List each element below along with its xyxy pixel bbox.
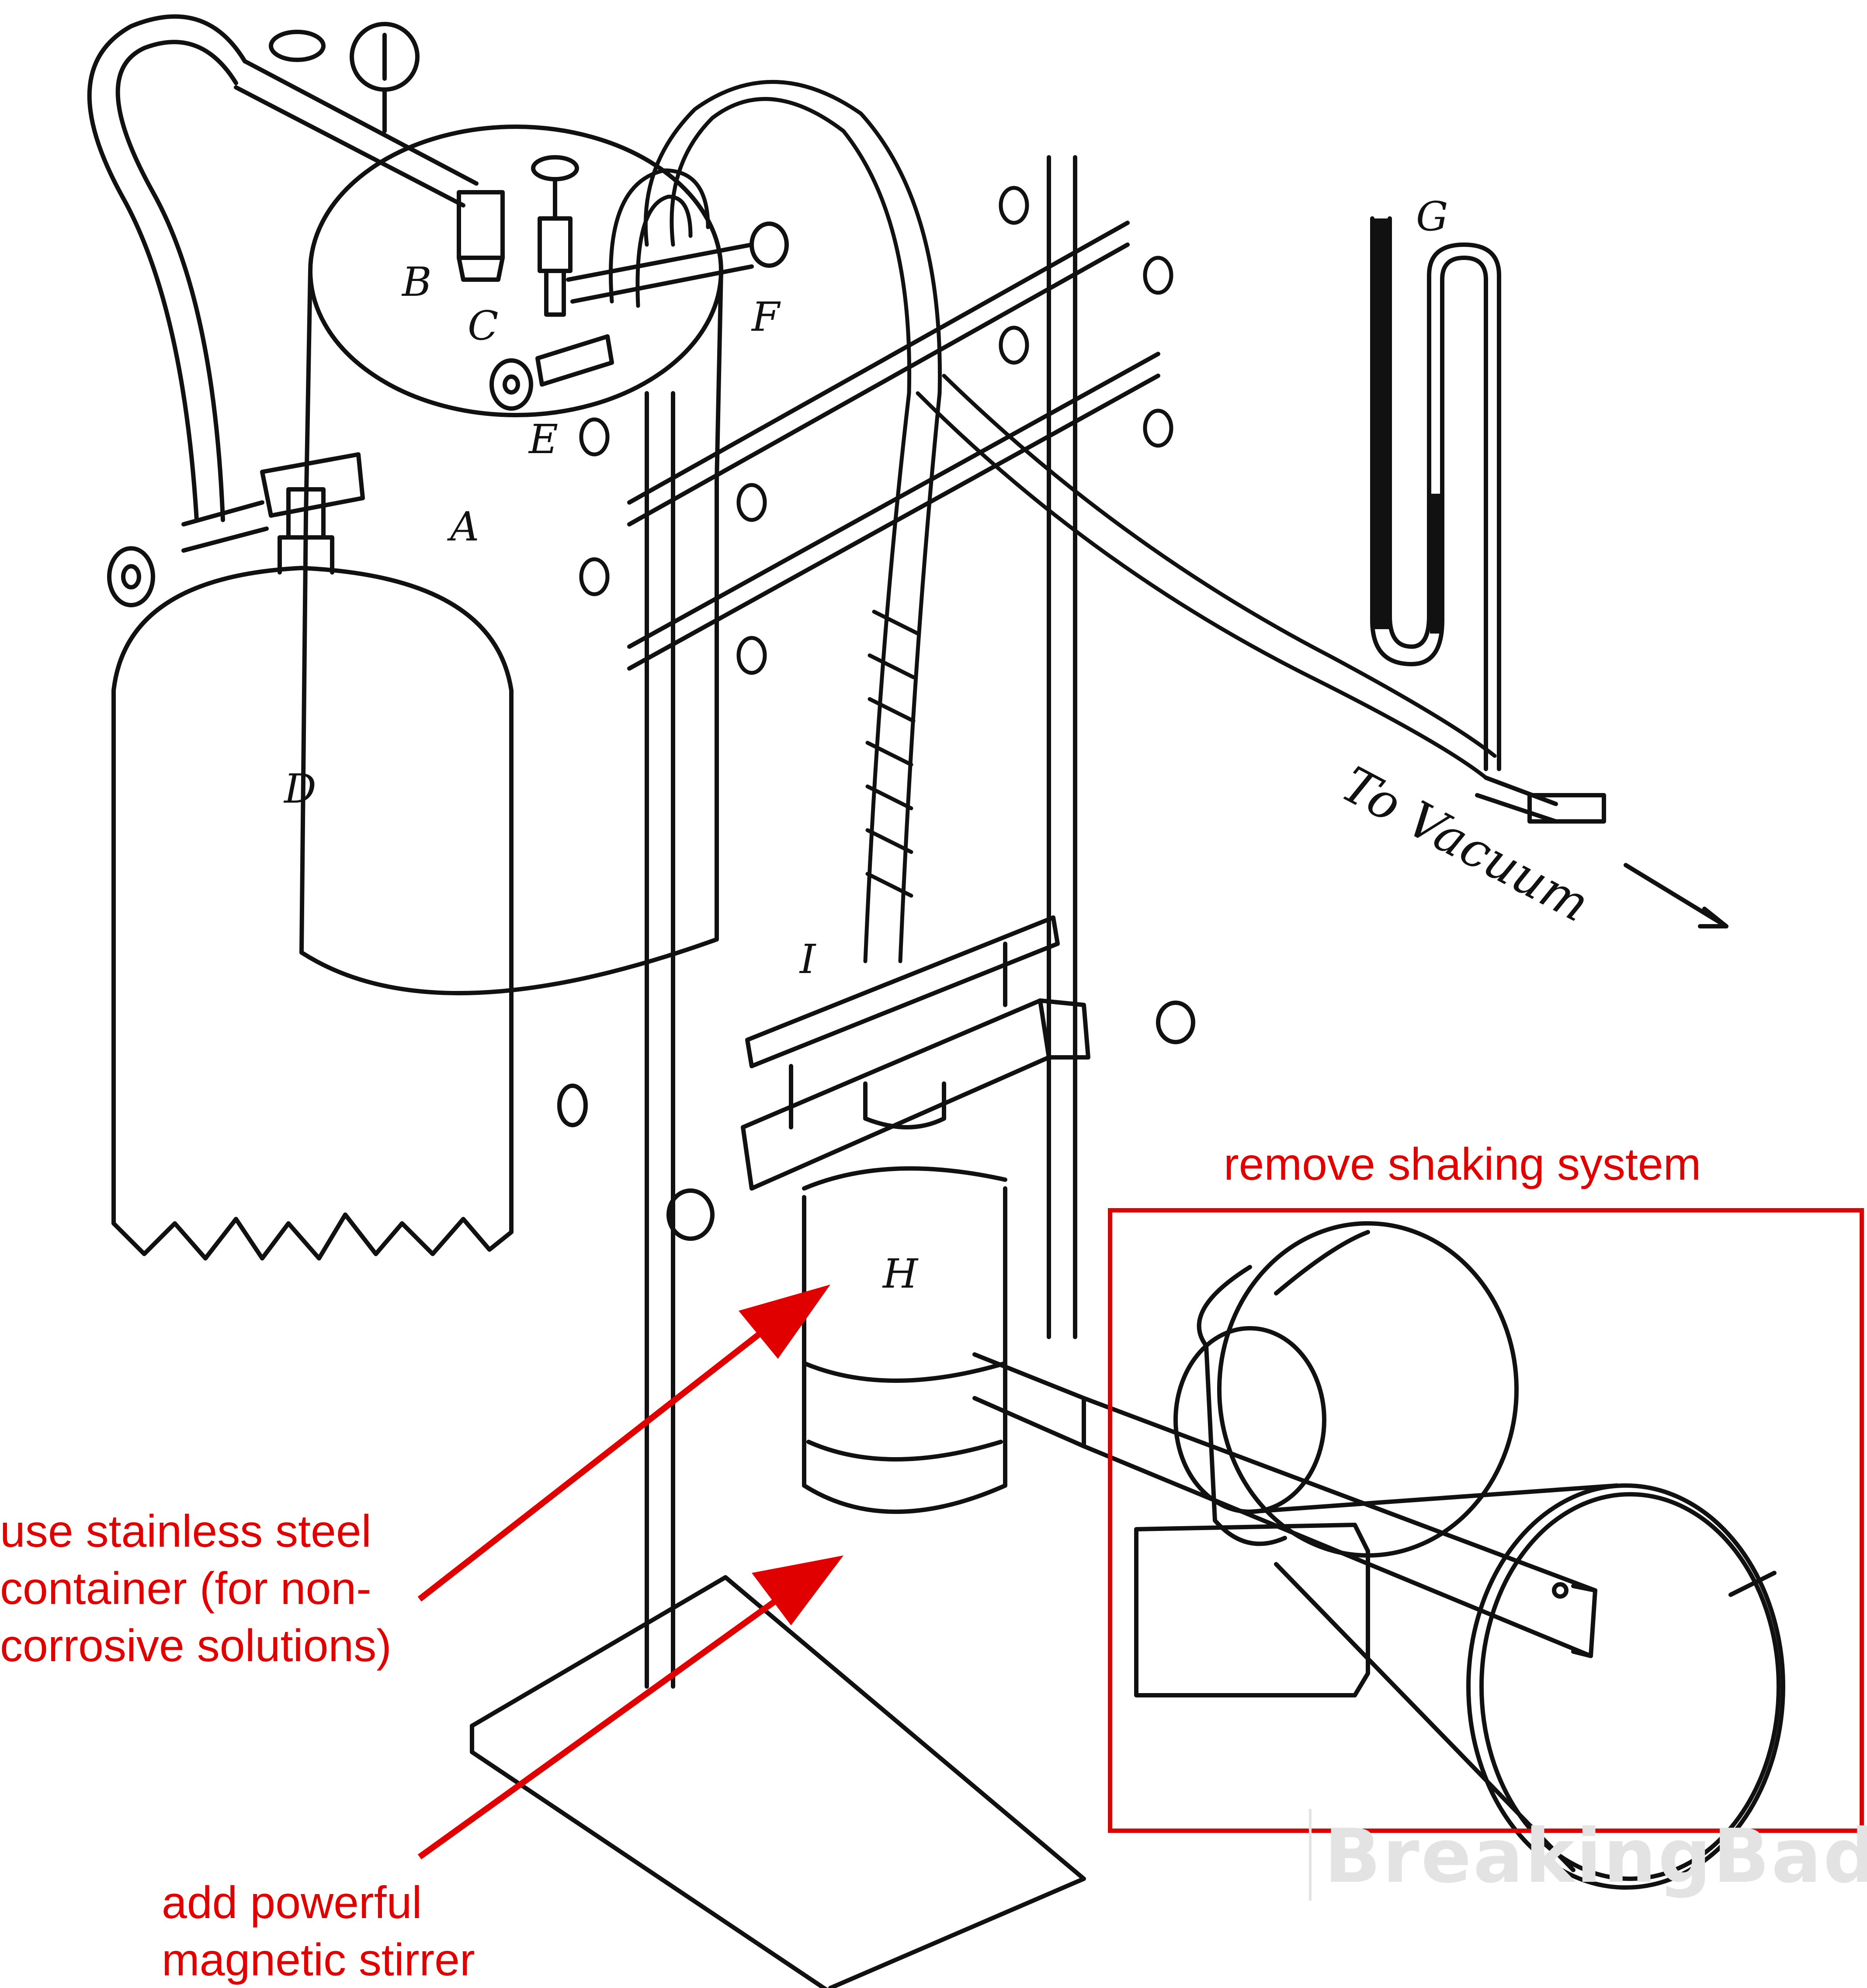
arrow-to-stirrer-position (417, 1555, 843, 1860)
label-f: F (752, 294, 780, 340)
valves-top (489, 155, 789, 411)
braided-hose (609, 80, 1497, 963)
watermark: BreakingBad (1324, 1813, 1867, 1900)
label-a: A (450, 503, 479, 550)
manometer-fluid-right (1430, 494, 1441, 634)
label-c: C (468, 302, 499, 349)
top-valve-assembly (234, 22, 505, 282)
annotation-magnetic-stirrer: add powerful magnetic stirrer (162, 1877, 475, 1986)
base-plate (470, 1575, 1086, 1988)
label-g: G (1416, 193, 1448, 240)
container-h (802, 1081, 1007, 1514)
clamp-i (557, 915, 1195, 1241)
gas-cylinder-d (111, 487, 514, 1261)
label-i: I (800, 936, 816, 983)
manometer-fluid-left (1373, 218, 1389, 629)
label-h: H (883, 1250, 918, 1297)
annotation-remove-shaking: remove shaking system (1224, 1139, 1701, 1190)
arrow-to-container (417, 1285, 830, 1602)
annotation-stainless-container: use stainless steel container (for non- … (0, 1506, 392, 1672)
watermark-divider (1309, 1809, 1312, 1901)
shaking-system (972, 1221, 1785, 1890)
tank-a (299, 125, 723, 996)
label-b: B (402, 259, 432, 305)
gas-hose (87, 14, 247, 522)
label-d: D (284, 765, 316, 812)
clamp-knobs (579, 186, 1173, 675)
ring-stand (627, 155, 1160, 1689)
manometer-g (1370, 216, 1728, 928)
shaking-system-highlight-box (1108, 1208, 1864, 1833)
label-e: E (529, 416, 559, 463)
